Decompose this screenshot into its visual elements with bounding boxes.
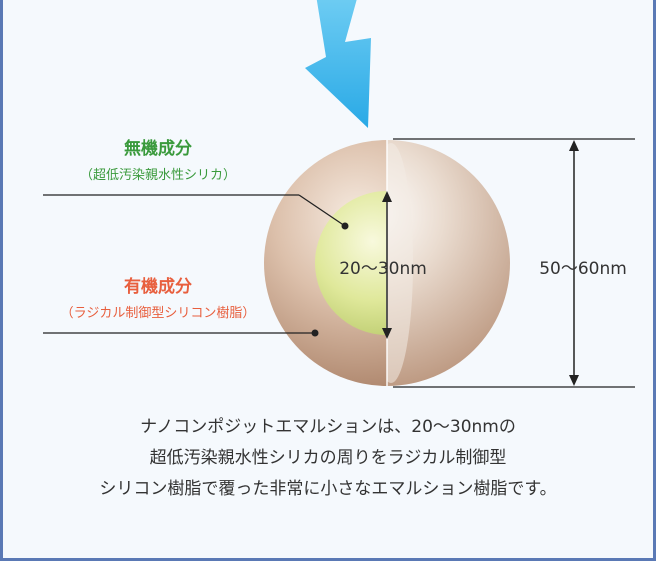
sphere-left-half [264,140,387,386]
caption-line: ナノコンポジットエマルションは、20～30nmの [140,417,516,437]
inorganic-component-subtitle: （超低汚染親水性シリカ） [79,168,236,183]
organic-leader [43,329,319,337]
outer-diameter-dimension [393,138,635,388]
inorganic-core [315,191,387,335]
caption: ナノコンポジットエマルションは、20～30nmの 超低汚染親水性シリカの周りをラ… [23,412,633,505]
arrow-icon [305,0,371,128]
inner-diameter-label: 20～30nm [339,259,427,279]
outer-diameter-label: 50～60nm [539,259,627,279]
organic-component-subtitle: （ラジカル制御型シリコン樹脂） [60,306,256,321]
inorganic-leader [43,194,349,230]
organic-component-title: 有機成分 [124,277,192,297]
inorganic-component-title: 無機成分 [124,139,192,159]
caption-line: 超低汚染親水性シリカの周りをラジカル制御型 [149,448,507,468]
sphere-right-half [387,140,510,386]
inner-diameter-arrow [382,191,392,339]
particle-diagram [43,0,635,388]
caption-line: シリコン樹脂で覆った非常に小さなエマルション樹脂です。 [99,479,557,499]
